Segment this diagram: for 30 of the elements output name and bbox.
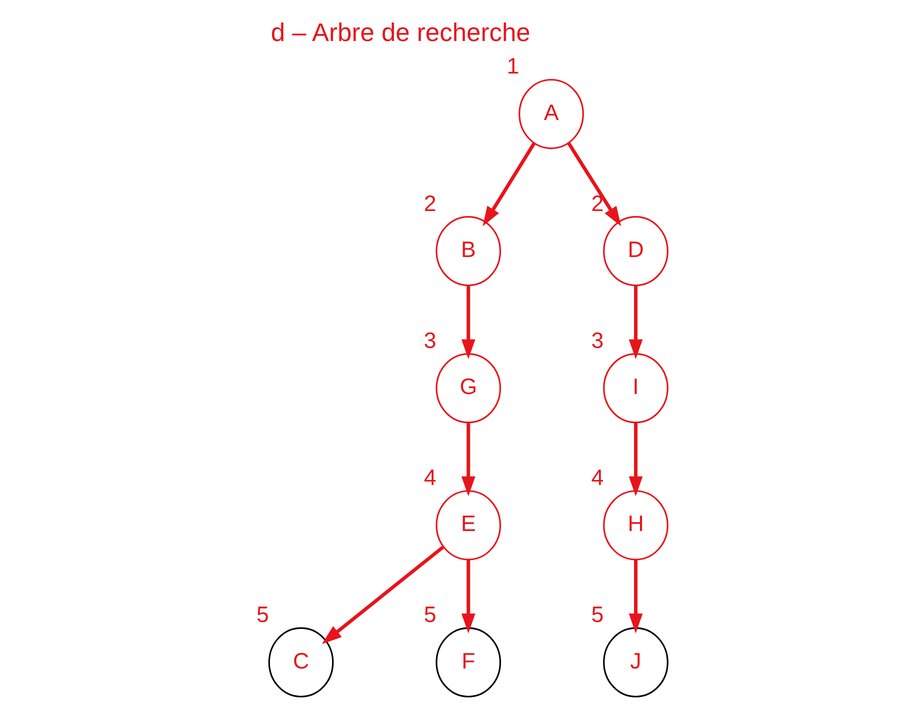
arrow [567,142,622,226]
node-circle: C [268,627,334,698]
node-circle: A [518,78,584,150]
arrow [461,422,476,496]
arrow [461,286,476,360]
node-circle: G [436,353,502,424]
node-circle: F [436,627,502,698]
node-label: 2 [424,190,436,216]
arrow [482,142,536,226]
arrow [461,560,476,634]
arrow [628,286,643,360]
node-label: 5 [256,602,269,628]
node-label: 2 [591,190,604,216]
node-label: 4 [424,464,436,490]
node-circle: H [603,490,668,560]
node-circle: I [603,353,668,424]
node-label: 4 [591,464,604,490]
node-label: 5 [591,602,604,628]
node-circle: D [603,216,668,286]
node-label: 1 [506,54,520,79]
node-circle: J [603,627,668,698]
diagram-title: d – Arbre de recherche [270,19,530,48]
arrow [628,560,643,634]
arrow [628,422,643,496]
arrow [322,546,444,644]
node-circle: E [436,490,502,560]
node-circle: B [436,216,502,286]
node-label: 3 [591,328,604,353]
node-label: 5 [424,602,436,628]
node-label: 3 [424,328,436,353]
